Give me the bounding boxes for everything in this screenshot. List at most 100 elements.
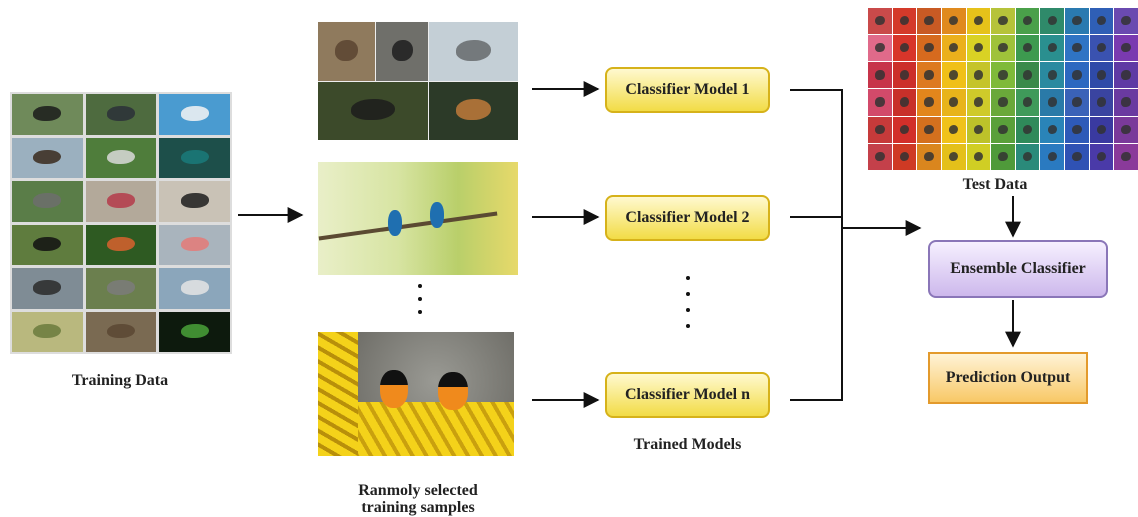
bird-photo [941, 143, 966, 170]
bird-photo [1015, 8, 1040, 35]
bird-photo [1040, 35, 1065, 62]
bird-photo [1089, 35, 1114, 62]
training-data-collage [10, 92, 232, 354]
bird-photo [991, 62, 1015, 89]
bird-photo [159, 94, 230, 135]
classifier-model-2: Classifier Model 2 [605, 195, 770, 241]
bird-photo [1040, 62, 1065, 89]
bird-photo [1114, 8, 1138, 35]
forsythia-flowers [318, 332, 358, 456]
bird-photo [868, 116, 892, 143]
prediction-output-box: Prediction Output [928, 352, 1088, 404]
bird-photo [1015, 89, 1040, 116]
bird-photo [941, 89, 966, 116]
bird-photo [941, 8, 966, 35]
test-data-label: Test Data [962, 176, 1028, 193]
bird-photo [966, 143, 991, 170]
bird-photo [159, 137, 230, 178]
training-data-label: Training Data [71, 372, 169, 389]
bird-photo [1114, 62, 1138, 89]
bird-photo [12, 311, 83, 352]
bird-photo [868, 143, 892, 170]
test-data-collage [868, 8, 1138, 170]
bird-photo [892, 143, 917, 170]
sample-image-3 [318, 332, 514, 456]
bird-photo [868, 62, 892, 89]
bird-photo [429, 81, 518, 140]
bird-photo [1040, 143, 1065, 170]
bird-photo [892, 62, 917, 89]
bird-photo [85, 94, 157, 135]
bird-photo [318, 22, 376, 81]
bird-photo [1089, 116, 1114, 143]
ellipsis-dot [686, 292, 690, 296]
bird-photo [991, 116, 1015, 143]
ellipsis-dot [418, 284, 422, 288]
bird-photo [1114, 35, 1138, 62]
bird-photo [1114, 89, 1138, 116]
sample-image-2 [318, 162, 518, 275]
bird-photo [917, 89, 941, 116]
bird-photo [1089, 143, 1114, 170]
bird-photo [868, 35, 892, 62]
bird-photo [991, 89, 1015, 116]
bird-photo [1040, 8, 1065, 35]
bird-photo [1089, 8, 1114, 35]
bird-photo [12, 268, 83, 309]
bird-photo [159, 311, 230, 352]
bird-photo [1015, 35, 1040, 62]
classifier-model-1: Classifier Model 1 [605, 67, 770, 113]
bird-photo [1114, 143, 1138, 170]
kingfisher-bird [388, 210, 402, 236]
classifier-model-n: Classifier Model n [605, 372, 770, 418]
trained-models-label: Trained Models [633, 436, 742, 453]
bird-photo [159, 224, 230, 265]
bird-photo [892, 35, 917, 62]
bird-photo [159, 181, 230, 222]
bird-photo [991, 35, 1015, 62]
bird-photo [1065, 35, 1089, 62]
ellipsis-dot [418, 297, 422, 301]
ensemble-classifier-box: Ensemble Classifier [928, 240, 1108, 298]
bird-photo [12, 224, 83, 265]
bird-photo [1015, 62, 1040, 89]
bird-photo [85, 268, 157, 309]
bird-photo [1065, 116, 1089, 143]
bird-photo [1015, 116, 1040, 143]
bird-photo [85, 224, 157, 265]
random-samples-label-line1: Ranmoly selected [358, 482, 478, 499]
bird-photo [85, 181, 157, 222]
bird-photo [966, 35, 991, 62]
bird-photo [917, 143, 941, 170]
bird-photo [12, 94, 83, 135]
bird-photo [1089, 62, 1114, 89]
bird-photo [1040, 89, 1065, 116]
bird-photo [1065, 8, 1089, 35]
bird-photo [892, 8, 917, 35]
bird-photo [917, 116, 941, 143]
bird-photo [917, 62, 941, 89]
bird-photo [991, 143, 1015, 170]
bird-photo [12, 137, 83, 178]
oriole-bird [380, 370, 408, 408]
bird-photo [1065, 62, 1089, 89]
connector-model1 [790, 89, 843, 401]
oriole-bird [438, 372, 468, 410]
ellipsis-dot [686, 308, 690, 312]
ellipsis-dot [418, 310, 422, 314]
bird-photo [966, 8, 991, 35]
bird-photo [1065, 89, 1089, 116]
bird-photo [991, 8, 1015, 35]
bird-photo [941, 62, 966, 89]
bird-photo [917, 8, 941, 35]
bird-photo [429, 22, 518, 81]
bird-photo [966, 89, 991, 116]
bird-photo [892, 89, 917, 116]
ellipsis-dot [686, 276, 690, 280]
kingfisher-bird [430, 202, 444, 228]
bird-photo [1040, 116, 1065, 143]
bird-photo [1065, 143, 1089, 170]
sample-image-1 [318, 22, 518, 140]
bird-photo [892, 116, 917, 143]
